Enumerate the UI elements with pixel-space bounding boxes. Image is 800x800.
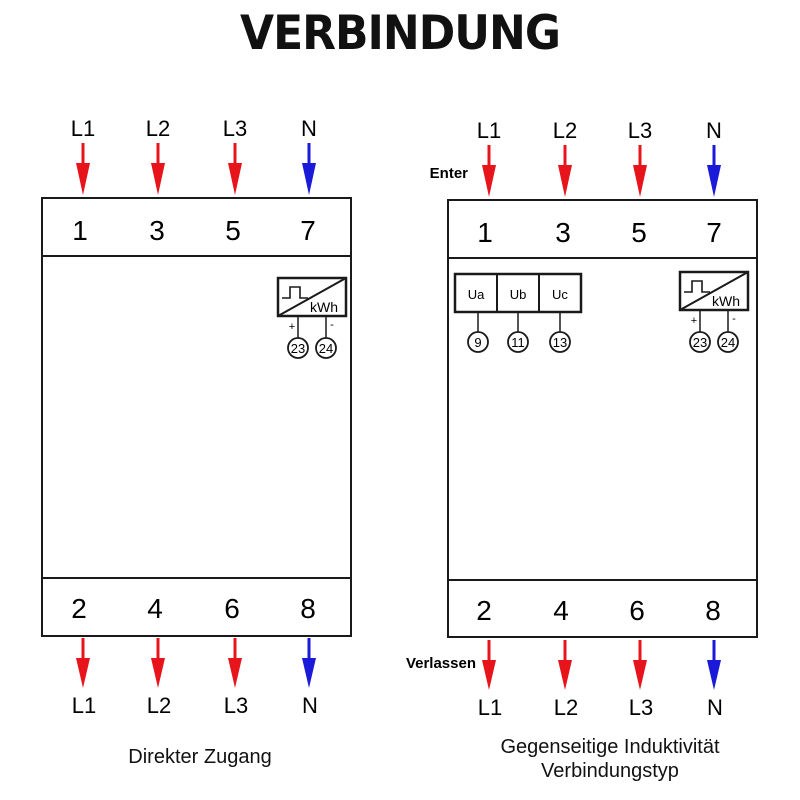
terminal-11: 11 [511,335,525,350]
right-bottom-label-l2: L2 [554,695,578,720]
right-bottom-arrow-n [707,640,721,690]
left-kwh-label: kWh [310,299,338,315]
right-top-arrow-l3 [633,145,647,197]
left-top-label-l1: L1 [71,116,95,141]
right-caption-line2: Verbindungstyp [541,760,679,782]
left-top-arrow-l2 [151,143,165,195]
left-kwh-pulse-symbol: kWh + - 23 24 [276,276,348,359]
left-caption: Direkter Zugang [128,746,272,768]
right-terminal-6: 6 [629,595,645,626]
left-plus-sign: + [289,321,295,333]
terminal-13: 13 [553,335,567,350]
left-minus-sign: - [330,319,334,331]
right-top-arrow-l1 [482,145,496,197]
left-meter: L1 L2 L3 N 1 3 5 7 kWh + - 23 [41,116,352,718]
right-terminal-23: 23 [693,335,707,350]
left-top-arrow-l1 [76,143,90,195]
left-terminal-1: 1 [72,215,88,246]
left-top-arrow-n [302,143,316,195]
left-top-arrow-l3 [228,143,242,195]
left-terminal-2: 2 [71,593,87,624]
voltage-input-block: Ua Ub Uc 9 11 13 [453,272,583,353]
left-terminal-4: 4 [147,593,163,624]
right-terminal-5: 5 [631,217,647,248]
left-bottom-arrow-l1 [76,638,90,688]
right-terminal-1: 1 [477,217,493,248]
right-meter: L1 L2 L3 N Enter 1 3 5 7 Ua Ub Uc [406,118,758,720]
right-plus-sign: + [691,315,697,327]
left-terminal-23: 23 [291,341,305,356]
right-top-label-n: N [706,118,722,143]
left-terminal-8: 8 [300,593,316,624]
right-top-arrow-l2 [558,145,572,197]
left-terminal-24: 24 [319,341,333,356]
right-top-label-l3: L3 [628,118,652,143]
voltage-box-ub: Ub [510,287,527,302]
right-bottom-label-l3: L3 [629,695,653,720]
left-bottom-label-l2: L2 [147,693,171,718]
right-kwh-label: kWh [712,293,740,309]
enter-label: Enter [430,165,469,182]
left-bottom-label-l1: L1 [72,693,96,718]
right-caption-line1: Gegenseitige Induktivität [500,736,720,758]
left-meter-body [41,197,352,637]
right-terminal-24: 24 [721,335,735,350]
right-terminal-4: 4 [553,595,569,626]
right-bottom-label-l1: L1 [478,695,502,720]
left-bottom-arrow-n [302,638,316,688]
left-terminal-5: 5 [225,215,241,246]
right-top-label-l1: L1 [477,118,501,143]
voltage-box-uc: Uc [552,287,568,302]
voltage-box-ua: Ua [468,287,485,302]
page-title: VERBINDUNG [240,5,561,62]
right-bottom-arrow-l3 [633,640,647,690]
terminal-9: 9 [474,335,481,350]
right-kwh-pulse-symbol: kWh + - 23 24 [678,270,750,353]
left-bottom-label-l3: L3 [224,693,248,718]
left-terminal-3: 3 [149,215,165,246]
right-terminal-8: 8 [705,595,721,626]
exit-label: Verlassen [406,655,476,672]
left-terminal-6: 6 [224,593,240,624]
right-terminal-3: 3 [555,217,571,248]
left-top-label-l3: L3 [223,116,247,141]
right-top-label-l2: L2 [553,118,577,143]
right-terminal-7: 7 [706,217,722,248]
left-bottom-label-n: N [302,693,318,718]
right-meter-body [447,199,758,638]
left-bottom-arrow-l2 [151,638,165,688]
right-bottom-arrow-l1 [482,640,496,690]
left-bottom-arrow-l3 [228,638,242,688]
right-terminal-2: 2 [476,595,492,626]
left-terminal-7: 7 [300,215,316,246]
right-bottom-arrow-l2 [558,640,572,690]
right-bottom-label-n: N [707,695,723,720]
left-top-label-n: N [301,116,317,141]
right-top-arrow-n [707,145,721,197]
left-top-label-l2: L2 [146,116,170,141]
right-minus-sign: - [732,313,736,325]
